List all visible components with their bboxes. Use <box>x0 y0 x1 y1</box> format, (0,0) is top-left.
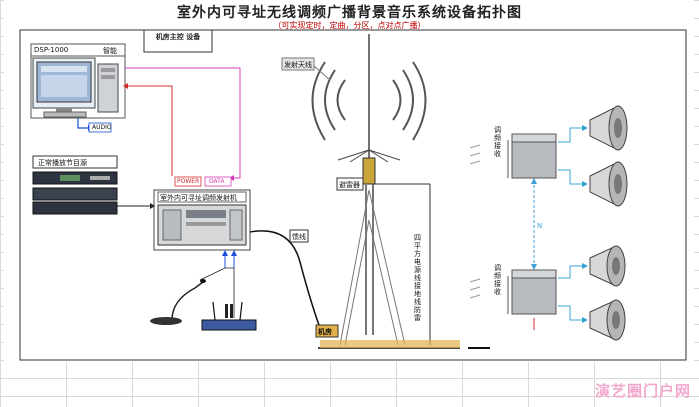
n-mark-label: N <box>537 222 543 230</box>
power-label: POWER <box>177 178 200 185</box>
data-tag <box>204 176 232 187</box>
computer-icon <box>32 57 119 118</box>
receiver-top-device <box>507 133 557 179</box>
receiver-bottom-label: 调频接收 <box>494 264 501 296</box>
diagram-title: 室外内可寻址无线调频广播背景音乐系统设备拓扑图 <box>177 5 522 21</box>
feeder-cable <box>249 230 321 329</box>
mast-note-box <box>412 232 426 316</box>
horn-speaker-icon <box>589 245 626 287</box>
power-tag <box>174 176 202 187</box>
lightning-tag <box>336 177 364 191</box>
tuner-label-box <box>32 155 118 169</box>
audio-tag <box>88 122 112 133</box>
receiver-bottom-device <box>507 269 557 315</box>
antenna-tag <box>281 57 315 71</box>
basement-label: 机房 <box>318 328 332 336</box>
radio-wave-icon <box>311 61 427 141</box>
data-label: DATA <box>209 178 225 185</box>
controller-frame <box>153 189 251 251</box>
speaker-links <box>558 127 584 321</box>
antenna-tag-label: 发射天线 <box>284 61 312 69</box>
feeder-label: 馈线 <box>292 233 306 241</box>
microphone-gooseneck <box>171 281 204 321</box>
watermark-logo: 演艺圈门户网 <box>594 382 691 400</box>
wave-arrows-top <box>469 144 481 165</box>
lightning-arrester-icon <box>362 157 376 185</box>
antenna-radials <box>337 149 401 163</box>
tuner-label: 正常播放节目源 <box>38 159 87 167</box>
wave-arrows-bottom <box>469 278 481 299</box>
tuner-device <box>32 171 118 215</box>
audio-label: AUDIO <box>92 124 112 131</box>
machine-room-box <box>143 29 213 53</box>
horn-speaker-icon <box>589 105 628 151</box>
dsp-suffix-label: 智能 <box>103 47 117 55</box>
diagram-subtitle: （可实现定时，定曲，分区，点对点广播） <box>273 21 426 30</box>
machine-room-label: 机房主控 设备 <box>155 33 201 41</box>
microphone-base <box>150 317 182 325</box>
horn-speaker-icon <box>589 161 628 207</box>
receiver-top-label: 调频接收 <box>494 126 501 158</box>
basement-box <box>315 324 339 338</box>
controller-label: 室外内可寻址调频发射机 <box>160 194 237 202</box>
controller-device <box>157 204 247 246</box>
horn-speaker-icon <box>589 299 626 341</box>
antenna-mast <box>339 184 406 346</box>
lightning-label: 避雷器 <box>339 181 360 189</box>
dsp-model-label: DSP-1000 <box>34 46 69 54</box>
diagram-frame <box>19 29 687 361</box>
mast-note-label: 四平方电源线接地线防雷 <box>414 234 421 322</box>
wireless-mic-receiver <box>201 301 257 331</box>
feeder-tag <box>289 229 309 243</box>
